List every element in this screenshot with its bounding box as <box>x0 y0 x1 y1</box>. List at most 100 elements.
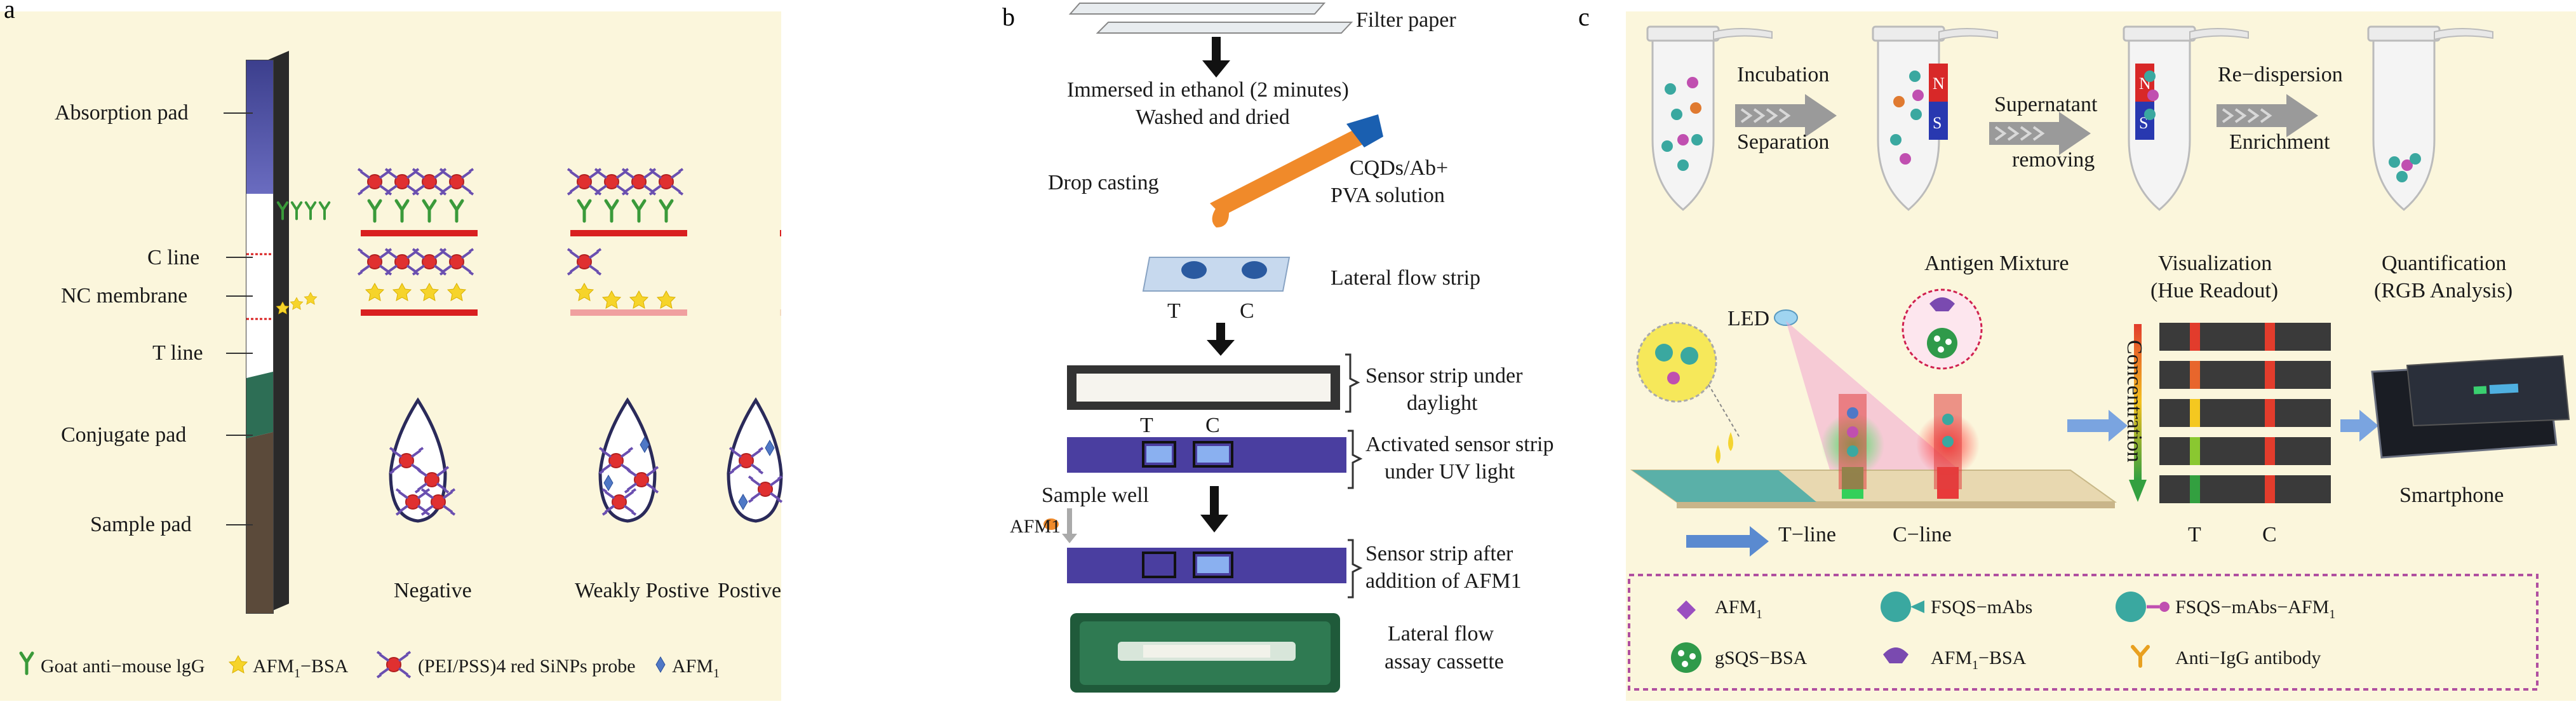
label-t-line: T line <box>152 341 203 365</box>
tube-3: N S <box>2123 25 2250 211</box>
arrow-sample-add <box>1062 508 1077 543</box>
absorption-pad <box>246 60 273 194</box>
label-redispersion: Re−dispersion <box>2218 63 2343 86</box>
label-visualization-2: (Hue Readout) <box>2150 279 2278 302</box>
label-weak: Weakly Postive <box>575 579 709 602</box>
legend-gsqs: gSQS−BSA <box>1715 647 1808 668</box>
magnet-n-1: N <box>1933 74 1945 93</box>
label-filter-paper: Filter paper <box>1356 8 1456 32</box>
arrow-to-phone <box>2340 410 2378 442</box>
line-scheme-negative <box>357 168 478 316</box>
drop-negative <box>389 397 456 523</box>
label-cqds-2: PVA solution <box>1331 184 1445 207</box>
panel-a: a Absorption pad C line NC membrane <box>0 0 783 701</box>
label-supernatant-2: removing <box>2012 148 2095 172</box>
panel-c-letter: c <box>1578 3 1590 31</box>
label-quant-2: (RGB Analysis) <box>2374 279 2512 302</box>
legend-goat: Goat anti−mouse lgG <box>41 656 205 677</box>
label-conjugate-pad: Conjugate pad <box>61 423 186 447</box>
line-scheme-weak <box>567 168 687 316</box>
arrow-down-1 <box>1202 37 1230 78</box>
lateral-strip-b <box>1142 257 1291 292</box>
legend-afm-bsa-post: −BSA <box>300 656 349 677</box>
magnet-s-1: S <box>1933 114 1942 132</box>
legend-fsqs-afm-pre: FSQS−mAbs−AFM <box>2175 597 2329 618</box>
drop-positive <box>727 397 783 523</box>
panel-c: c Incubation Separation N S Supernatant … <box>1578 3 2576 701</box>
label-lateral-flow-strip: Lateral flow strip <box>1331 266 1480 290</box>
label-drop-casting: Drop casting <box>1048 171 1159 194</box>
legend-afm-bsa-c-pre: AFM <box>1931 647 1972 668</box>
tube-2: N S <box>1872 25 1999 211</box>
pipette <box>1210 114 1383 227</box>
label-negative: Negative <box>394 579 472 602</box>
lateral-flow-strip <box>246 51 329 614</box>
label-smartphone: Smartphone <box>2399 484 2504 507</box>
label-strip-t: T <box>1167 299 1181 323</box>
daylight-strip <box>1067 365 1340 410</box>
label-sample-well: Sample well <box>1042 484 1149 507</box>
legend-fsqs-afm-sub: 1 <box>2329 607 2335 621</box>
legend-afm-bsa-pre: AFM <box>253 656 294 677</box>
label-separation: Separation <box>1737 130 1829 154</box>
hue-readout-strips <box>2159 323 2331 503</box>
legend-afm-bsa-sub: 1 <box>294 667 300 680</box>
label-uv-c: C <box>1205 414 1220 437</box>
label-enrichment: Enrichment <box>2229 130 2330 154</box>
label-cassette-1: Lateral flow <box>1388 622 1494 646</box>
label-led: LED <box>1727 307 1769 330</box>
label-visual-c: C <box>2262 523 2277 546</box>
legend-afm-bsa-c-sub: 1 <box>1972 658 1978 672</box>
label-antigen-mixture: Antigen Mixture <box>1924 252 2069 275</box>
legend-afm-c-pre: AFM <box>1715 597 1756 618</box>
label-uv-t: T <box>1140 414 1153 437</box>
after-strip <box>1067 548 1346 583</box>
panel-c-legend: AFM1 FSQS−mAbs FSQS−mAbs−AFM1 gSQS−BSA A… <box>1628 574 2539 691</box>
arrow-down-2 <box>1207 323 1235 356</box>
smartphone-img <box>2371 355 2570 459</box>
panel-a-legend: Goat anti−mouse lgG AFM1−BSA (PEI/PSS)4 … <box>21 651 720 680</box>
label-cqds-1: CQDs/Ab+ <box>1350 156 1448 180</box>
zoom-circle-right <box>1902 288 1983 370</box>
label-washed: Washed and dried <box>1136 105 1290 129</box>
nc-membrane-region <box>246 194 273 378</box>
label-tline: T−line <box>1778 523 1836 546</box>
label-cassette-2: assay cassette <box>1385 650 1504 674</box>
brace-daylight <box>1345 353 1360 413</box>
panel-b: b Filter paper Immersed in ethanol (2 mi… <box>1002 3 1554 693</box>
zoom-circle-left <box>1636 322 1741 439</box>
label-afm1-b: AFM1 <box>1010 516 1061 537</box>
label-sample-pad: Sample pad <box>90 513 192 536</box>
strip-labels: Absorption pad C line NC membrane T line… <box>55 101 253 536</box>
legend-fsqs: FSQS−mAbs <box>1931 597 2032 618</box>
sample-pad <box>246 432 273 613</box>
panel-a-background <box>0 11 781 701</box>
label-after-1: Sensor strip after <box>1365 542 1513 565</box>
legend-afm-bsa-c: AFM1−BSA <box>1931 647 2027 672</box>
tube-1 <box>1646 25 1773 211</box>
sample-well-drop <box>1043 518 1059 530</box>
conjugate-pad <box>246 372 273 438</box>
label-c-line: C line <box>147 246 199 269</box>
label-cline: C−line <box>1893 523 1952 546</box>
label-nc-membrane: NC membrane <box>61 284 187 308</box>
legend-afm-c: AFM1 <box>1715 597 1762 621</box>
legend-afm-bsa: AFM1−BSA <box>253 656 349 680</box>
label-absorption-pad: Absorption pad <box>55 101 189 125</box>
label-after-2: addition of AFM1 <box>1365 569 1522 593</box>
legend-probe: (PEI/PSS)4 red SiNPs probe <box>418 656 636 677</box>
legend-afm-bsa-c-post: −BSA <box>1978 647 2027 668</box>
label-uv-1: Activated sensor strip <box>1365 433 1554 456</box>
label-strip-c: C <box>1240 299 1254 323</box>
legend-fsqs-afm: FSQS−mAbs−AFM1 <box>2175 597 2335 621</box>
legend-afm-sub: 1 <box>713 667 720 680</box>
label-positive: Postive <box>718 579 781 602</box>
concentration-axis: Concentration <box>2123 324 2147 502</box>
drop-weak <box>598 397 659 523</box>
legend-afm-pre: AFM <box>672 656 713 677</box>
label-visual-t: T <box>2188 523 2201 546</box>
tube-4 <box>2367 25 2494 211</box>
legend-anti-igg: Anti−IgG antibody <box>2175 647 2321 668</box>
